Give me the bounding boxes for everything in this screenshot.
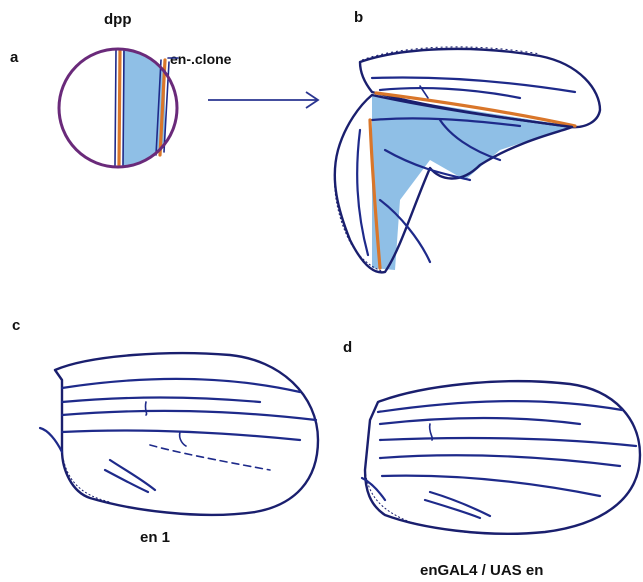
wing-d-vein-4	[380, 455, 620, 466]
wing-d-vein-5	[382, 476, 600, 496]
stripe-edge-2	[123, 50, 124, 165]
wing-c-blade	[55, 353, 318, 515]
wing-c-broken-vein	[150, 445, 270, 470]
panel-b-letter: b	[354, 9, 363, 26]
panel-d-letter: d	[343, 339, 352, 356]
wing-c-crossvein-2	[180, 432, 186, 446]
panel-a: a dpp en-.clone	[10, 11, 232, 180]
wing-c-hinge	[40, 428, 62, 452]
caption-en1: en 1	[140, 529, 170, 546]
caption-engal4-uas-en: enGAL4 / UAS en	[420, 562, 543, 579]
transform-arrow	[208, 92, 318, 108]
stripe-edge-1	[115, 50, 116, 165]
clone-label: en-.clone	[170, 51, 232, 67]
wing-c-vein-3	[62, 411, 316, 420]
wing-c-vein-1	[62, 379, 300, 392]
wing-c-crossvein-1	[145, 402, 146, 415]
wing-c-vein-2	[62, 398, 260, 403]
panel-b: b	[334, 9, 600, 272]
wing-b-vein-7	[357, 130, 368, 255]
wing-c-vein-4	[62, 430, 300, 440]
wing-d-vein-3	[380, 438, 636, 446]
wing-d-vein-7	[425, 500, 480, 518]
wing-d-vein-2	[380, 418, 580, 424]
wing-d-vein-1	[378, 401, 622, 412]
dpp-stripe-left	[119, 50, 120, 165]
panel-a-letter: a	[10, 49, 19, 66]
panel-c-letter: c	[12, 317, 20, 334]
panel-d: d enGAL4 / UAS en	[343, 339, 640, 579]
panel-c: c en 1	[12, 317, 318, 546]
dpp-label: dpp	[104, 11, 132, 28]
